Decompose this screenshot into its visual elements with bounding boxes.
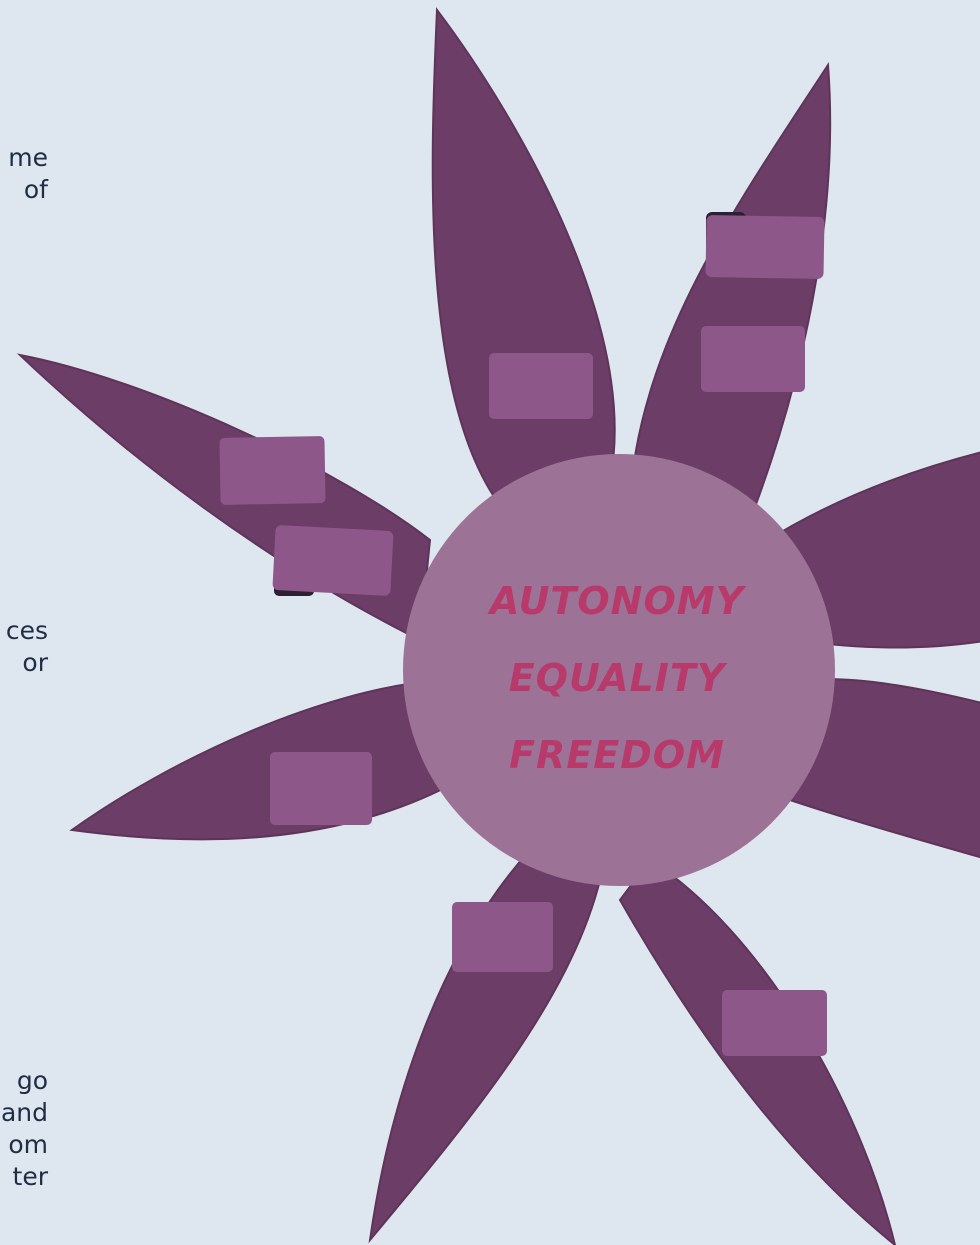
text-fragment-line: and — [0, 1098, 48, 1127]
petal-right-lower — [788, 678, 980, 859]
sticky-note — [489, 353, 593, 419]
word-autonomy: AUTONOMY — [487, 579, 747, 623]
text-fragment-line: go — [16, 1066, 48, 1095]
sticky-note — [452, 902, 553, 972]
flower-center — [403, 454, 835, 886]
text-fragment-line: or — [22, 648, 48, 677]
text-fragment-line: ces — [5, 616, 48, 645]
sticky-note — [272, 525, 394, 596]
sticky-note — [722, 990, 827, 1056]
word-freedom: FREEDOM — [509, 733, 725, 777]
sticky-note — [705, 215, 825, 279]
petal-top-right — [628, 61, 832, 522]
petal-top-left — [431, 7, 616, 522]
text-fragment-middle: ces or — [6, 615, 48, 679]
text-fragment-top: me of — [8, 142, 48, 206]
text-fragment-line: ter — [12, 1162, 48, 1191]
sticky-note — [219, 436, 326, 505]
text-fragment-line: om — [8, 1130, 48, 1159]
text-fragment-bottom: go and om ter — [1, 1065, 48, 1193]
sticky-note — [701, 326, 805, 392]
sticky-note — [270, 752, 372, 825]
petal-left-lower — [69, 678, 462, 841]
text-fragment-line: me — [8, 143, 48, 172]
word-equality: EQUALITY — [509, 656, 728, 700]
text-fragment-line: of — [23, 175, 48, 204]
